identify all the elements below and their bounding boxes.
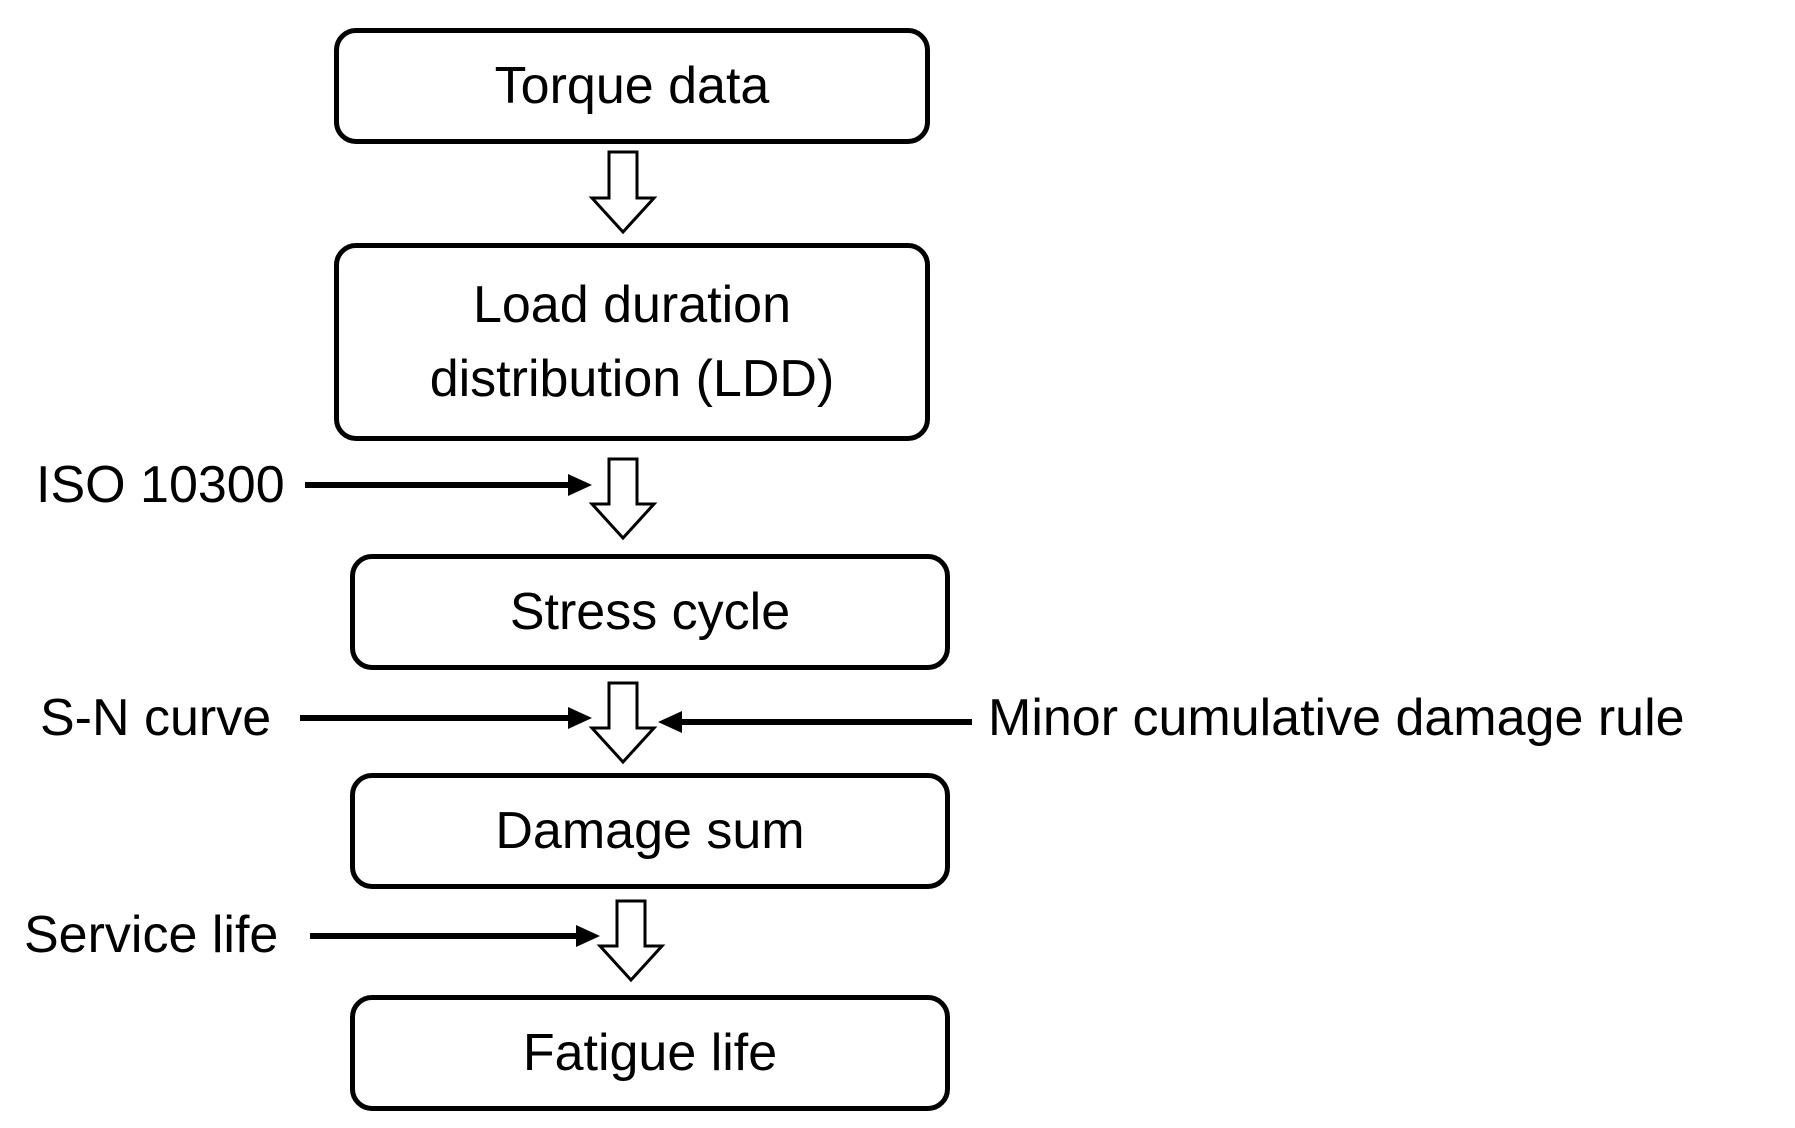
torque-data-box: Torque data [334,28,930,144]
down-arrow-torque-to-ldd [588,150,658,235]
s-n-curve-input-arrow [300,707,592,729]
s-n-curve-label: S-N curve [40,689,272,747]
load-duration-label-line2: distribution (LDD) [429,350,835,408]
iso-10300-label: ISO 10300 [36,456,285,514]
load-duration-distribution-box: Load duration distribution (LDD) [334,243,930,441]
iso-10300-input-arrow [305,474,592,496]
minor-cumulative-damage-rule-label: Minor cumulative damage rule [988,689,1685,747]
down-arrow-ldd-to-stress [588,457,658,541]
minor-rule-input-arrow [658,711,972,733]
service-life-label: Service life [24,906,279,964]
load-duration-label-line1: Load duration [472,276,792,334]
torque-data-label: Torque data [494,57,770,115]
fatigue-life-box: Fatigue life [350,995,950,1111]
service-life-input-arrow [310,925,600,947]
down-arrow-damage-to-fatigue [596,899,666,983]
stress-cycle-box: Stress cycle [350,554,950,670]
down-arrow-stress-to-damage [588,681,658,765]
fatigue-life-label: Fatigue life [522,1024,778,1082]
damage-sum-box: Damage sum [350,773,950,889]
damage-sum-label: Damage sum [495,802,805,860]
stress-cycle-label: Stress cycle [509,583,791,641]
